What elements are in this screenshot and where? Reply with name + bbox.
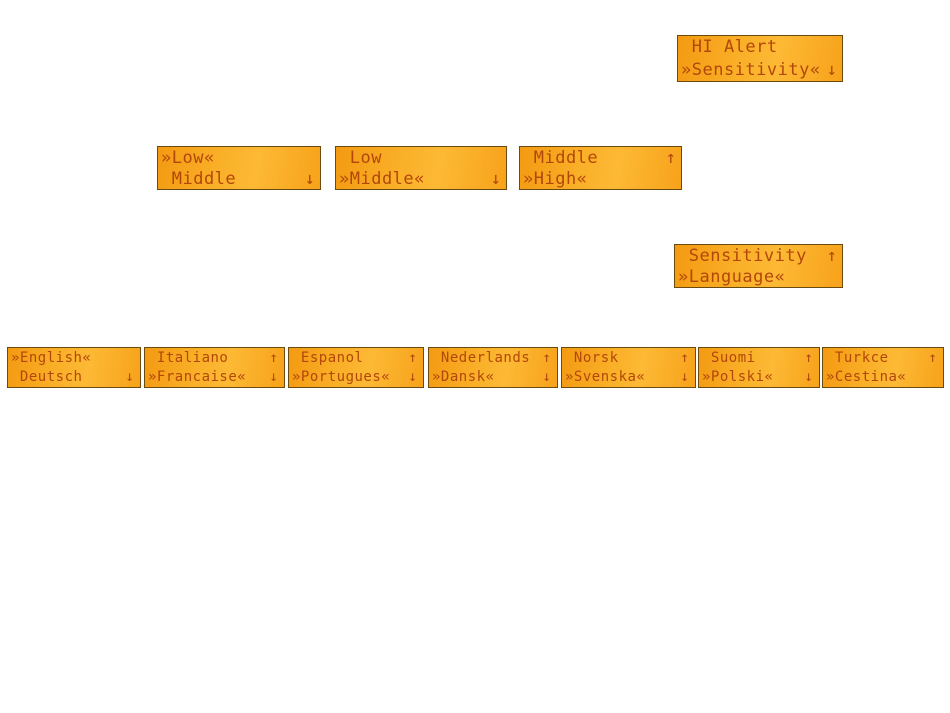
- lcd-language-english: »English« Deutsch ↓: [7, 347, 141, 388]
- arrow-down-icon: ↓: [125, 369, 135, 386]
- lcd-line-2: »Language«: [678, 266, 786, 287]
- arrow-up-icon: ↑: [665, 147, 677, 168]
- lcd-line-1: Sensitivity: [678, 245, 807, 266]
- arrow-down-icon: ↓: [826, 59, 838, 80]
- lcd-language-dansk: Nederlands ↑ »Dansk« ↓: [428, 347, 558, 388]
- arrow-up-icon: ↑: [928, 349, 938, 366]
- arrow-down-icon: ↓: [804, 369, 814, 386]
- lcd-sensitivity-high: Middle ↑ »High«: [519, 146, 682, 190]
- arrow-down-icon: ↓: [542, 369, 552, 386]
- lcd-sensitivity-language: Sensitivity ↑ »Language«: [674, 244, 843, 288]
- lcd-line-1: Turkce: [826, 349, 889, 366]
- lcd-line-1: Italiano: [148, 349, 229, 366]
- lcd-line-1: Middle: [523, 147, 599, 168]
- lcd-language-cestina: Turkce ↑ »Cestina«: [822, 347, 944, 388]
- lcd-line-2: »High«: [523, 168, 588, 189]
- lcd-line-1: HI Alert: [681, 37, 778, 58]
- lcd-line-2: »Cestina«: [826, 369, 907, 386]
- lcd-line-1: Suomi: [702, 349, 756, 366]
- lcd-line-2: »Dansk«: [432, 369, 495, 386]
- lcd-language-polski: Suomi ↑ »Polski« ↓: [698, 347, 820, 388]
- lcd-sensitivity-middle: Low »Middle« ↓: [335, 146, 507, 190]
- arrow-up-icon: ↑: [680, 349, 690, 366]
- arrow-up-icon: ↑: [269, 349, 279, 366]
- arrow-down-icon: ↓: [490, 168, 502, 189]
- arrow-down-icon: ↓: [269, 369, 279, 386]
- lcd-line-2: »Svenska«: [565, 369, 646, 386]
- arrow-down-icon: ↓: [304, 168, 316, 189]
- lcd-line-1: »English«: [11, 349, 92, 366]
- lcd-line-1: Low: [339, 147, 382, 168]
- lcd-sensitivity-low: »Low« Middle ↓: [157, 146, 321, 190]
- lcd-language-svenska: Norsk ↑ »Svenska« ↓: [561, 347, 696, 388]
- lcd-line-2: Middle: [161, 168, 237, 189]
- lcd-line-2: »Polski«: [702, 369, 774, 386]
- lcd-language-portugues: Espanol ↑ »Portugues« ↓: [288, 347, 424, 388]
- lcd-language-francaise: Italiano ↑ »Francaise« ↓: [144, 347, 285, 388]
- lcd-hi-alert-sensitivity: HI Alert »Sensitivity«↓: [677, 35, 843, 82]
- lcd-line-2: »Sensitivity«: [681, 59, 821, 80]
- lcd-line-2: »Portugues«: [292, 369, 391, 386]
- lcd-line-2: »Francaise«: [148, 369, 247, 386]
- lcd-line-1: Espanol: [292, 349, 364, 366]
- arrow-up-icon: ↑: [542, 349, 552, 366]
- lcd-line-1: Norsk: [565, 349, 619, 366]
- lcd-line-2: Deutsch: [11, 369, 83, 386]
- arrow-down-icon: ↓: [680, 369, 690, 386]
- arrow-up-icon: ↑: [408, 349, 418, 366]
- arrow-down-icon: ↓: [408, 369, 418, 386]
- arrow-up-icon: ↑: [804, 349, 814, 366]
- lcd-line-1: »Low«: [161, 147, 215, 168]
- arrow-up-icon: ↑: [826, 245, 838, 266]
- lcd-line-2: »Middle«: [339, 168, 425, 189]
- lcd-line-1: Nederlands: [432, 349, 531, 366]
